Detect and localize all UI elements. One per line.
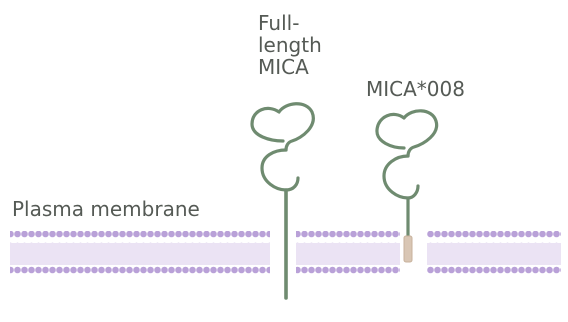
membrane-segment-middle xyxy=(296,231,400,277)
mica008-protein xyxy=(377,111,437,238)
gpi-anchor xyxy=(404,236,412,262)
membrane-segment-left xyxy=(10,231,270,277)
membrane-segment-right xyxy=(427,231,561,277)
